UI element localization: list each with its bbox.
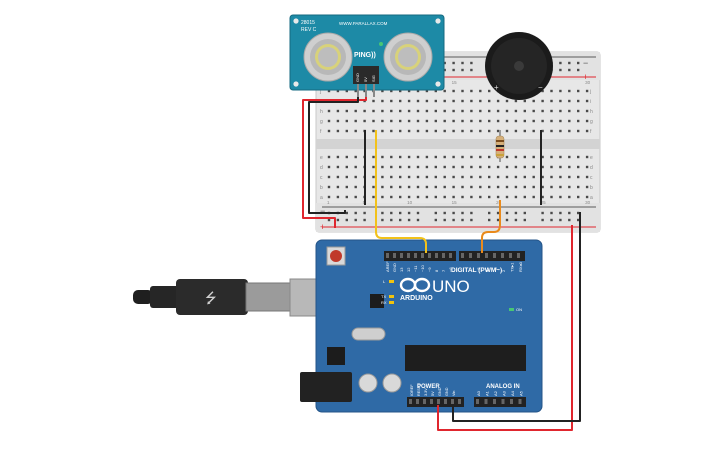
col-number-bottom-25: 25 — [541, 200, 547, 205]
digital-pin-label: AREF — [385, 261, 390, 272]
digital-pin-label: 7 — [441, 269, 446, 272]
col-number-bottom-30: 30 — [585, 200, 591, 205]
power-pin-label: GND — [438, 387, 442, 396]
analog-pin-label: A4 — [510, 390, 515, 396]
digital-pin-label: 2 — [501, 269, 506, 272]
row-label-right-c: c — [590, 175, 593, 181]
row-label-f: f — [320, 129, 322, 135]
led-label-l: L — [383, 279, 386, 284]
power-pin-label: 3.3V — [424, 388, 428, 396]
digital-pin-label: 4 — [484, 269, 489, 272]
digital-pin-label: ~5 — [476, 267, 481, 272]
transducer-left — [303, 32, 353, 82]
wire-gnd-black — [452, 212, 581, 422]
row-label-right-d: d — [590, 165, 593, 171]
row-label-right-f: f — [590, 129, 592, 135]
led-label-on: ON — [516, 307, 522, 312]
digital-pin-label: 13 — [399, 267, 404, 272]
power-pin-label: GND — [445, 387, 449, 396]
sensor-pin-5v: 5V — [363, 77, 368, 82]
col-number-bottom-10: 10 — [407, 200, 413, 205]
sensor-name: PING)) — [354, 52, 376, 59]
col-number-bottom-20: 20 — [496, 200, 502, 205]
digital-pin-label: ~11 — [413, 265, 418, 272]
analog-pin-label: A5 — [519, 390, 524, 396]
usb-icon: ⭍ — [205, 290, 217, 306]
usb-cable: ⭍ — [133, 278, 345, 317]
analog-pin-label: A3 — [502, 390, 507, 396]
col-number-bottom-1: 1 — [327, 200, 330, 205]
wires — [302, 97, 581, 431]
digital-pin-label: ~3 — [493, 267, 498, 272]
digital-pin-label: RX◂0 — [518, 261, 523, 272]
wire-resistor-orange — [481, 200, 501, 253]
digital-label: DIGITAL (PWM~) — [451, 267, 502, 274]
breadboard-jumpers — [364, 130, 542, 205]
wire-5v-red — [437, 225, 573, 431]
piezo-buzzer[interactable]: + − — [485, 32, 553, 100]
analog-pin-label: A0 — [476, 390, 481, 396]
col-number-bottom-15: 15 — [452, 200, 458, 205]
digital-pin-label: 12 — [406, 267, 411, 272]
row-label-right-e: e — [590, 155, 593, 161]
digital-pin-label: TX▸1 — [510, 262, 515, 272]
rail-plus-label-bottom: + — [320, 222, 325, 232]
row-label-right-i: i — [590, 99, 591, 105]
digital-pin-label: GND — [392, 263, 397, 272]
transducer-right — [383, 32, 433, 82]
wire-sensor-gnd — [308, 97, 359, 214]
digital-pin-label: ~10 — [420, 264, 425, 272]
rail-minus-label: − — [583, 58, 588, 68]
rail-minus-label-bottom: − — [320, 206, 325, 216]
col-number-15: 15 — [452, 80, 458, 85]
sensor-pin-sig: SIG — [371, 75, 376, 82]
sensor-pin-gnd: GND — [355, 73, 360, 82]
col-number-30: 30 — [585, 80, 591, 85]
digital-pin-label: ~9 — [427, 267, 432, 272]
analog-pin-label: A2 — [493, 390, 498, 396]
row-label-right-h: h — [590, 109, 593, 115]
resistor[interactable] — [495, 130, 505, 162]
digital-pin-label: ~6 — [448, 267, 453, 272]
sensor-revision: REV C — [301, 27, 317, 33]
row-label-a: a — [320, 195, 323, 201]
row-label-right-g: g — [590, 119, 593, 125]
row-label-g: g — [320, 119, 323, 125]
power-pin-label: IOREF — [410, 384, 414, 396]
buzzer-plus-label: + — [494, 83, 499, 92]
row-label-right-a: a — [590, 195, 593, 201]
row-label-j: j — [319, 89, 321, 95]
analog-label: ANALOG IN — [486, 384, 520, 390]
rail-plus-label: + — [583, 72, 588, 82]
row-label-e: e — [320, 155, 323, 161]
ultrasonic-sensor[interactable]: 28015 REV C WWW.PARALLAX.COM PING)) GND … — [289, 14, 445, 97]
wire-sensor-5v — [302, 97, 367, 228]
arduino-logo — [399, 277, 431, 293]
arduino-logo-text: ARDUINO — [400, 295, 433, 302]
buzzer-minus-label: − — [538, 83, 543, 92]
power-pin-label: Vin — [452, 391, 456, 396]
power-label: POWER — [417, 384, 440, 390]
sensor-part-id: 28015 — [301, 20, 315, 26]
row-label-h: h — [320, 109, 323, 115]
row-label-right-b: b — [590, 185, 593, 191]
digital-pin-label: 8 — [434, 269, 439, 272]
row-label-c: c — [320, 175, 323, 181]
row-label-b: b — [320, 185, 323, 191]
arduino-model: UNO — [432, 277, 470, 296]
sensor-led — [379, 42, 383, 46]
analog-pin-label: A1 — [485, 390, 490, 396]
power-pin-label: RESET — [417, 383, 421, 396]
led-label-tx: TX — [381, 294, 386, 299]
row-label-right-j: j — [589, 89, 591, 95]
sensor-maker: WWW.PARALLAX.COM — [339, 21, 388, 26]
led-label-rx: RX — [381, 300, 387, 305]
power-pin-label: 5V — [431, 391, 435, 396]
row-label-d: d — [320, 165, 323, 171]
wire-sig-yellow — [375, 130, 427, 253]
